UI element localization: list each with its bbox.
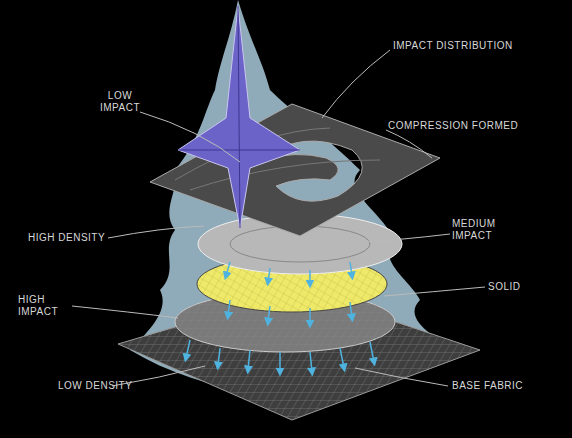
- part-label: IMPACT DISTRIBUTION: [393, 40, 533, 52]
- part-label: LOW DENSITY: [58, 380, 148, 392]
- part-label: MEDIUM IMPACT: [452, 218, 508, 242]
- leader-lines: [72, 50, 485, 386]
- part-label: BASE FABRIC: [452, 380, 552, 392]
- part-label: SOLID: [488, 281, 548, 293]
- impact-arrow: [178, 6, 300, 228]
- part-label: COMPRESSION FORMED: [388, 120, 538, 132]
- part-label: HIGH IMPACT: [18, 294, 70, 318]
- force-arrows: [186, 262, 374, 372]
- part-label: HIGH DENSITY: [28, 232, 118, 244]
- part-label: LOW IMPACT: [96, 90, 144, 114]
